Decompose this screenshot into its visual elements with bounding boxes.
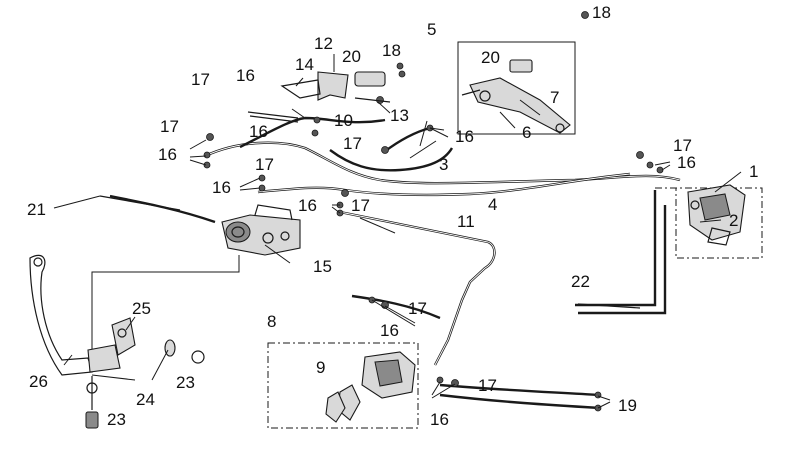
callout-16-right: 16 (677, 153, 696, 172)
fittings (203, 11, 664, 412)
brake-pedal-7 (461, 59, 571, 134)
callout-2: 2 (729, 211, 738, 230)
callout-17-cyl: 17 (351, 196, 370, 215)
callout-17-right: 17 (673, 136, 692, 155)
callout-23-bottom: 23 (107, 410, 126, 429)
callout-11: 11 (457, 212, 475, 231)
callout-17-left: 17 (160, 117, 179, 136)
callout-25: 25 (132, 299, 151, 318)
callout-1: 1 (749, 162, 758, 181)
callout-18-top: 18 (592, 3, 611, 22)
callout-14: 14 (295, 55, 314, 74)
callout-13: 13 (390, 106, 409, 125)
callout-10: 10 (334, 111, 353, 130)
callout-16-pedal: 16 (455, 127, 474, 146)
callout-20-right: 20 (481, 48, 500, 67)
brake-lever-26 (29, 254, 205, 429)
callout-3: 3 (439, 155, 448, 174)
master-cylinder-15 (221, 204, 301, 256)
brake-hoses (109, 116, 681, 410)
callout-15: 15 (313, 257, 332, 276)
frame-5-pedal-group (457, 41, 576, 135)
callout-16-center: 16 (212, 178, 231, 197)
callout-9: 9 (316, 358, 325, 377)
callout-17-bottom: 17 (478, 376, 497, 395)
callout-16-left: 16 (158, 145, 177, 164)
callout-4: 4 (488, 195, 497, 214)
reservoir-bracket-12 (280, 71, 391, 103)
callout-24: 24 (136, 390, 155, 409)
callout-16-front: 16 (380, 321, 399, 340)
front-caliper-9 (325, 351, 416, 423)
callout-16-upper-left: 16 (236, 66, 255, 85)
callout-18-mid: 18 (382, 41, 401, 60)
callout-17-mid: 17 (343, 134, 362, 153)
callouts: 5 18 12 20 18 14 20 7 6 16 17 16 13 10 1… (27, 3, 758, 429)
callout-22: 22 (571, 272, 590, 291)
callout-5: 5 (427, 20, 436, 39)
rod-22 (577, 303, 641, 309)
callout-16-cyl: 16 (298, 196, 317, 215)
callout-26: 26 (29, 372, 48, 391)
callout-17-upper-left: 17 (191, 70, 210, 89)
callout-8: 8 (267, 312, 276, 331)
callout-17-front: 17 (408, 299, 427, 318)
callout-16-mid: 16 (249, 122, 268, 141)
callout-6: 6 (522, 123, 531, 142)
callout-12: 12 (314, 34, 333, 53)
callout-17-center: 17 (255, 155, 274, 174)
frame-15-master-cylinder (91, 255, 240, 372)
callout-7: 7 (550, 88, 559, 107)
callout-16-bottom: 16 (430, 410, 449, 429)
rod-21 (99, 195, 181, 211)
callout-19: 19 (618, 396, 637, 415)
frame-8-front-caliper-group (267, 342, 419, 429)
leader-lines (53, 54, 742, 409)
callout-23-right: 23 (176, 373, 195, 392)
callout-20-left: 20 (342, 47, 361, 66)
rear-caliper-1 (687, 184, 746, 246)
callout-21: 21 (27, 200, 46, 219)
